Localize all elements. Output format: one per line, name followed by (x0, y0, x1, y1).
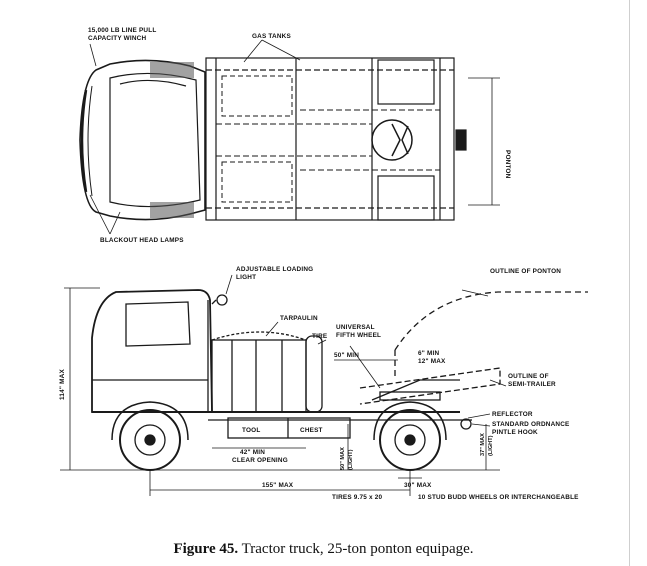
plan-view (79, 39, 500, 235)
dim-155-max: 155" MAX (262, 482, 294, 489)
dim-50-min: 50" MIN (334, 352, 359, 359)
fifth-wheel-label-line2: FIFTH WHEEL (336, 332, 381, 339)
pintle-label-line1: STANDARD ORDNANCE (492, 421, 570, 428)
fifth-wheel-label-line1: UNIVERSAL (336, 324, 375, 331)
dim-37-max: 37" MAX (480, 433, 486, 456)
figure-caption: Figure 45. Tractor truck, 25-ton ponton … (0, 541, 647, 558)
chest-label: CHEST (300, 427, 323, 434)
winch-label-line1: 15,000 LB LINE PULL (88, 27, 156, 34)
ponton-label: PONTON (504, 150, 511, 179)
tire-label: TIRE (312, 333, 328, 340)
dim-12-max: 12" MAX (418, 358, 446, 365)
gas-tanks-label: GAS TANKS (252, 33, 291, 40)
tarpaulin-label: TARPAULIN (280, 315, 318, 322)
outline-semi-label-line1: OUTLINE OF (508, 373, 549, 380)
dim-6-min: 6" MIN (418, 350, 439, 357)
tires-label: TIRES 9.75 x 20 (332, 494, 382, 501)
outline-semi-label-line2: SEMI-TRAILER (508, 381, 556, 388)
figure-number: Figure 45. (173, 541, 239, 557)
loading-light-label-line1: ADJUSTABLE LOADING (236, 266, 313, 273)
dim-114-max: 114" MAX (59, 369, 66, 400)
light-label-a: (LIGHT) (348, 449, 354, 470)
tool-label: TOOL (242, 427, 260, 434)
dim-42-min: 42" MIN (240, 449, 265, 456)
dim-50-max: 50" MAX (340, 447, 346, 470)
winch-label-line2: CAPACITY WINCH (88, 35, 146, 42)
page-edge (629, 0, 630, 566)
light-label-b: (LIGHT) (488, 435, 494, 456)
loading-light-label-line2: LIGHT (236, 274, 256, 281)
clear-opening-label: CLEAR OPENING (232, 457, 288, 464)
side-view (60, 274, 588, 496)
wheels-label: 10 STUD BUDD WHEELS OR INTERCHANGEABLE (418, 494, 579, 501)
pintle-label-line2: PINTLE HOOK (492, 429, 538, 436)
figure-caption-text: Tractor truck, 25-ton ponton equipage. (241, 541, 474, 557)
reflector-label: REFLECTOR (492, 411, 533, 418)
outline-ponton-label: OUTLINE OF PONTON (490, 268, 561, 275)
head-lamps-label: BLACKOUT HEAD LAMPS (100, 237, 184, 244)
dim-30-max: 30" MAX (404, 482, 432, 489)
